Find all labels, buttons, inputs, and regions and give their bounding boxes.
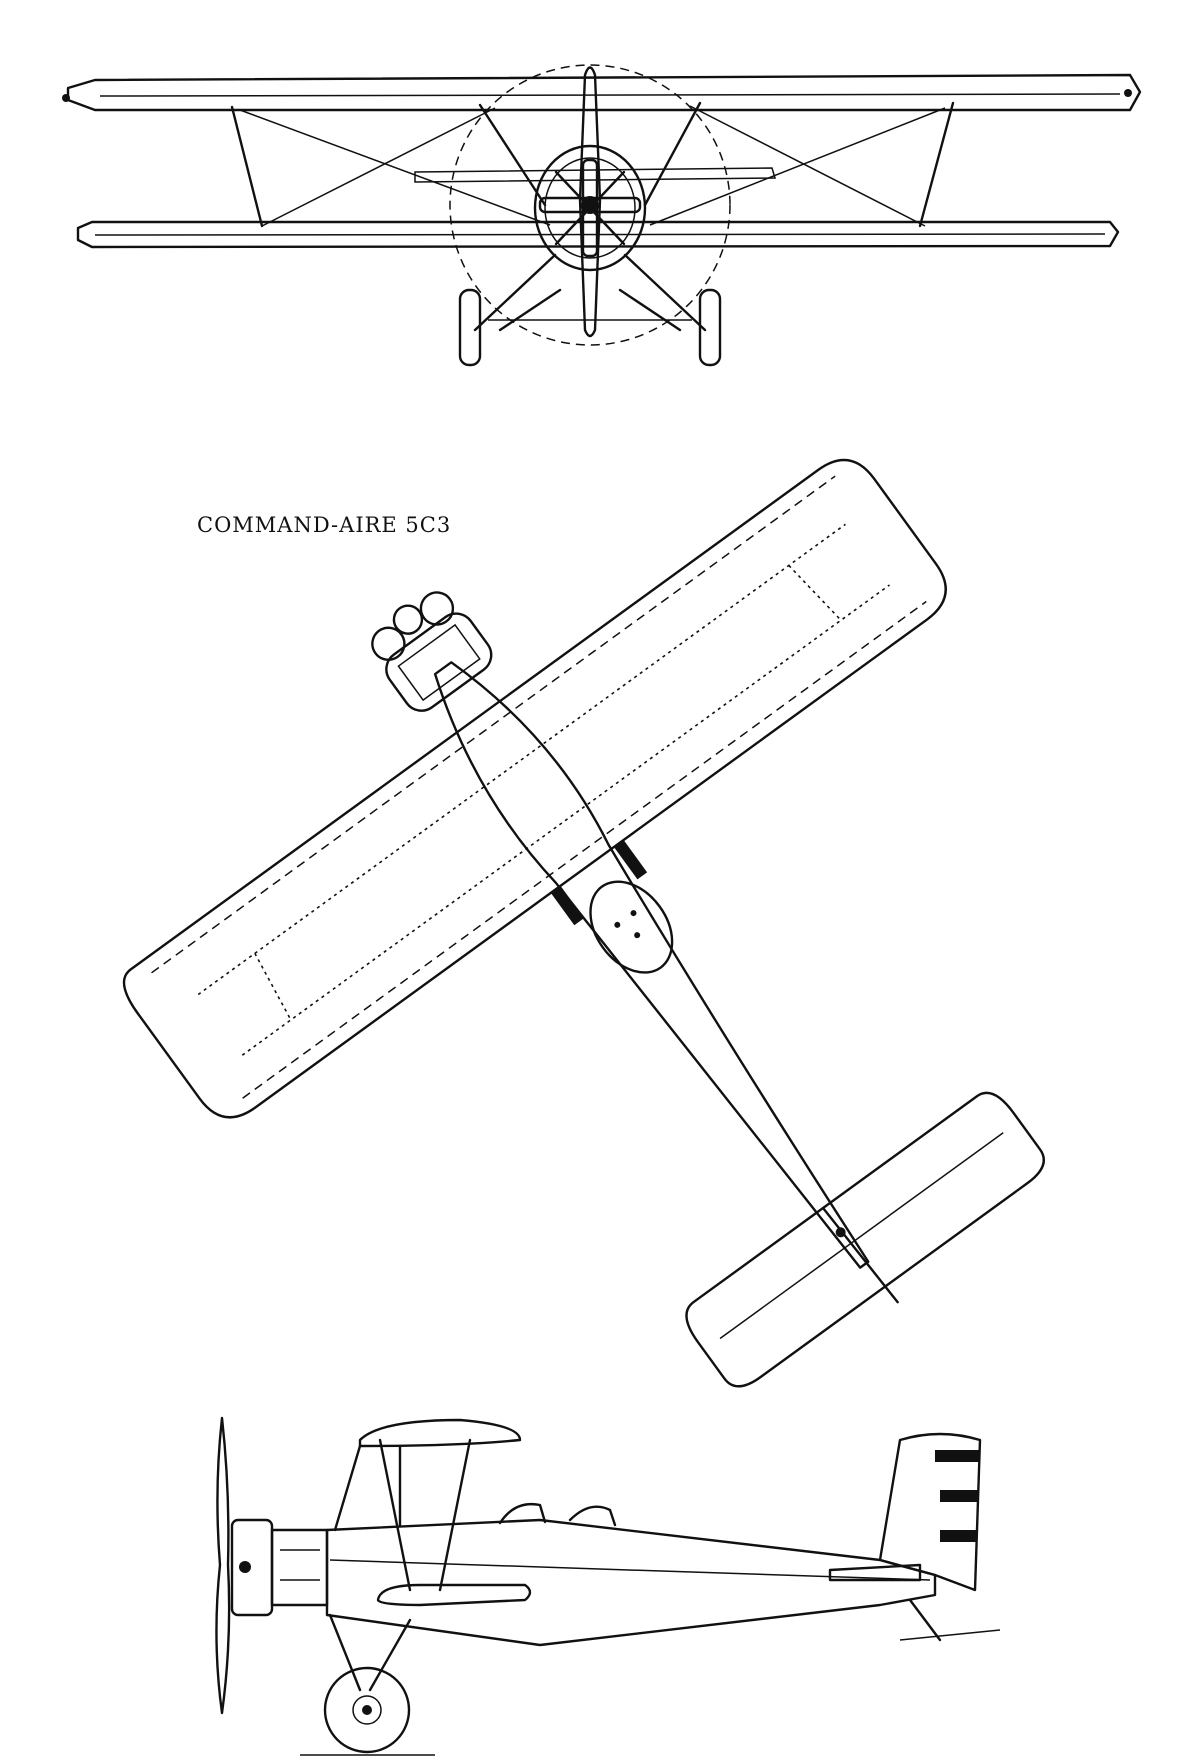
front-view [62,64,1142,367]
side-view [215,1416,1001,1756]
engine-icon [230,1518,329,1617]
drawing-title: COMMAND-AIRE 5C3 [197,513,451,537]
top-view [122,458,1045,1388]
radial-engine-icon [538,158,642,258]
engine-icon [371,591,493,712]
